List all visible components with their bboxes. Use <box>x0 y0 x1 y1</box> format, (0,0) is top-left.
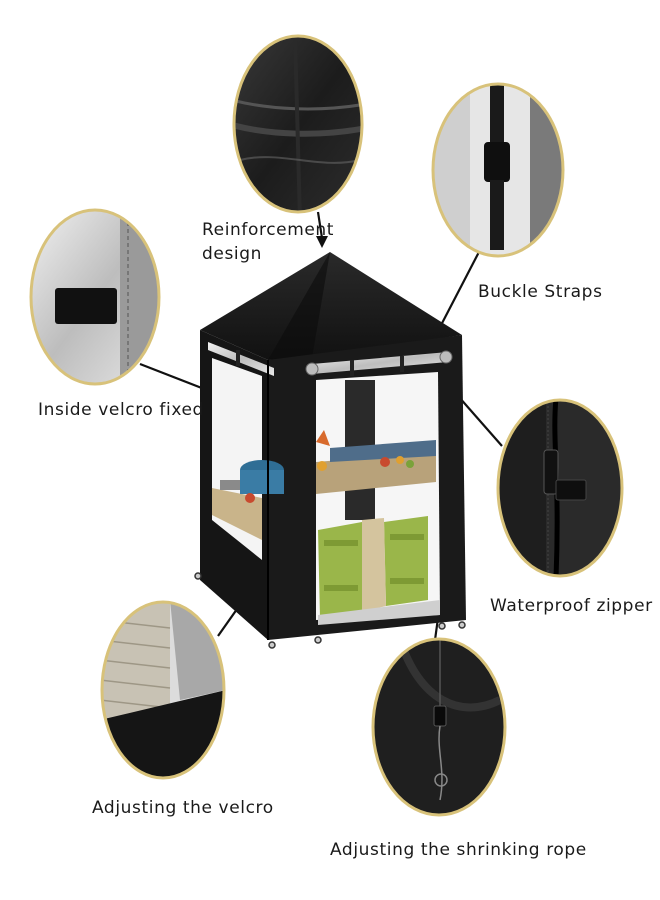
callout-photo-velcro-inside <box>29 208 161 386</box>
zipper-pull-icon <box>543 449 559 495</box>
callout-photo-rope <box>371 637 507 817</box>
label-reinforcement-line1: Reinforcement <box>202 220 335 240</box>
rolled-window-front <box>312 352 448 374</box>
arrowhead-reinforcement <box>316 236 328 248</box>
label-waterproof-zipper: Waterproof zipper <box>490 596 653 616</box>
label-adjusting-rope: Adjusting the shrinking rope <box>330 840 587 860</box>
tent-roof <box>200 252 462 360</box>
velcro-patch-icon <box>55 288 117 324</box>
rolled-window-left <box>208 342 274 376</box>
label-buckle-straps: Buckle Straps <box>478 282 603 302</box>
rope-stopper-icon <box>433 705 447 727</box>
playhouse-door-left <box>318 522 362 618</box>
playhouse-door-right <box>384 516 428 606</box>
callout-photo-zipper <box>496 398 624 578</box>
callout-photo-buckle <box>431 82 565 258</box>
buckle-icon <box>484 142 510 182</box>
pointer-reinforcement <box>316 211 324 239</box>
label-inside-velcro: Inside velcro fixed <box>38 400 204 420</box>
label-reinforcement-line2: design <box>202 244 262 264</box>
label-reinforcement: Reinforcement design <box>202 218 334 266</box>
label-adjusting-velcro: Adjusting the velcro <box>92 798 274 818</box>
callout-photo-reinforcement <box>232 34 364 214</box>
tent-cover <box>194 252 466 649</box>
callout-photo-velcro-adjust <box>100 600 226 780</box>
